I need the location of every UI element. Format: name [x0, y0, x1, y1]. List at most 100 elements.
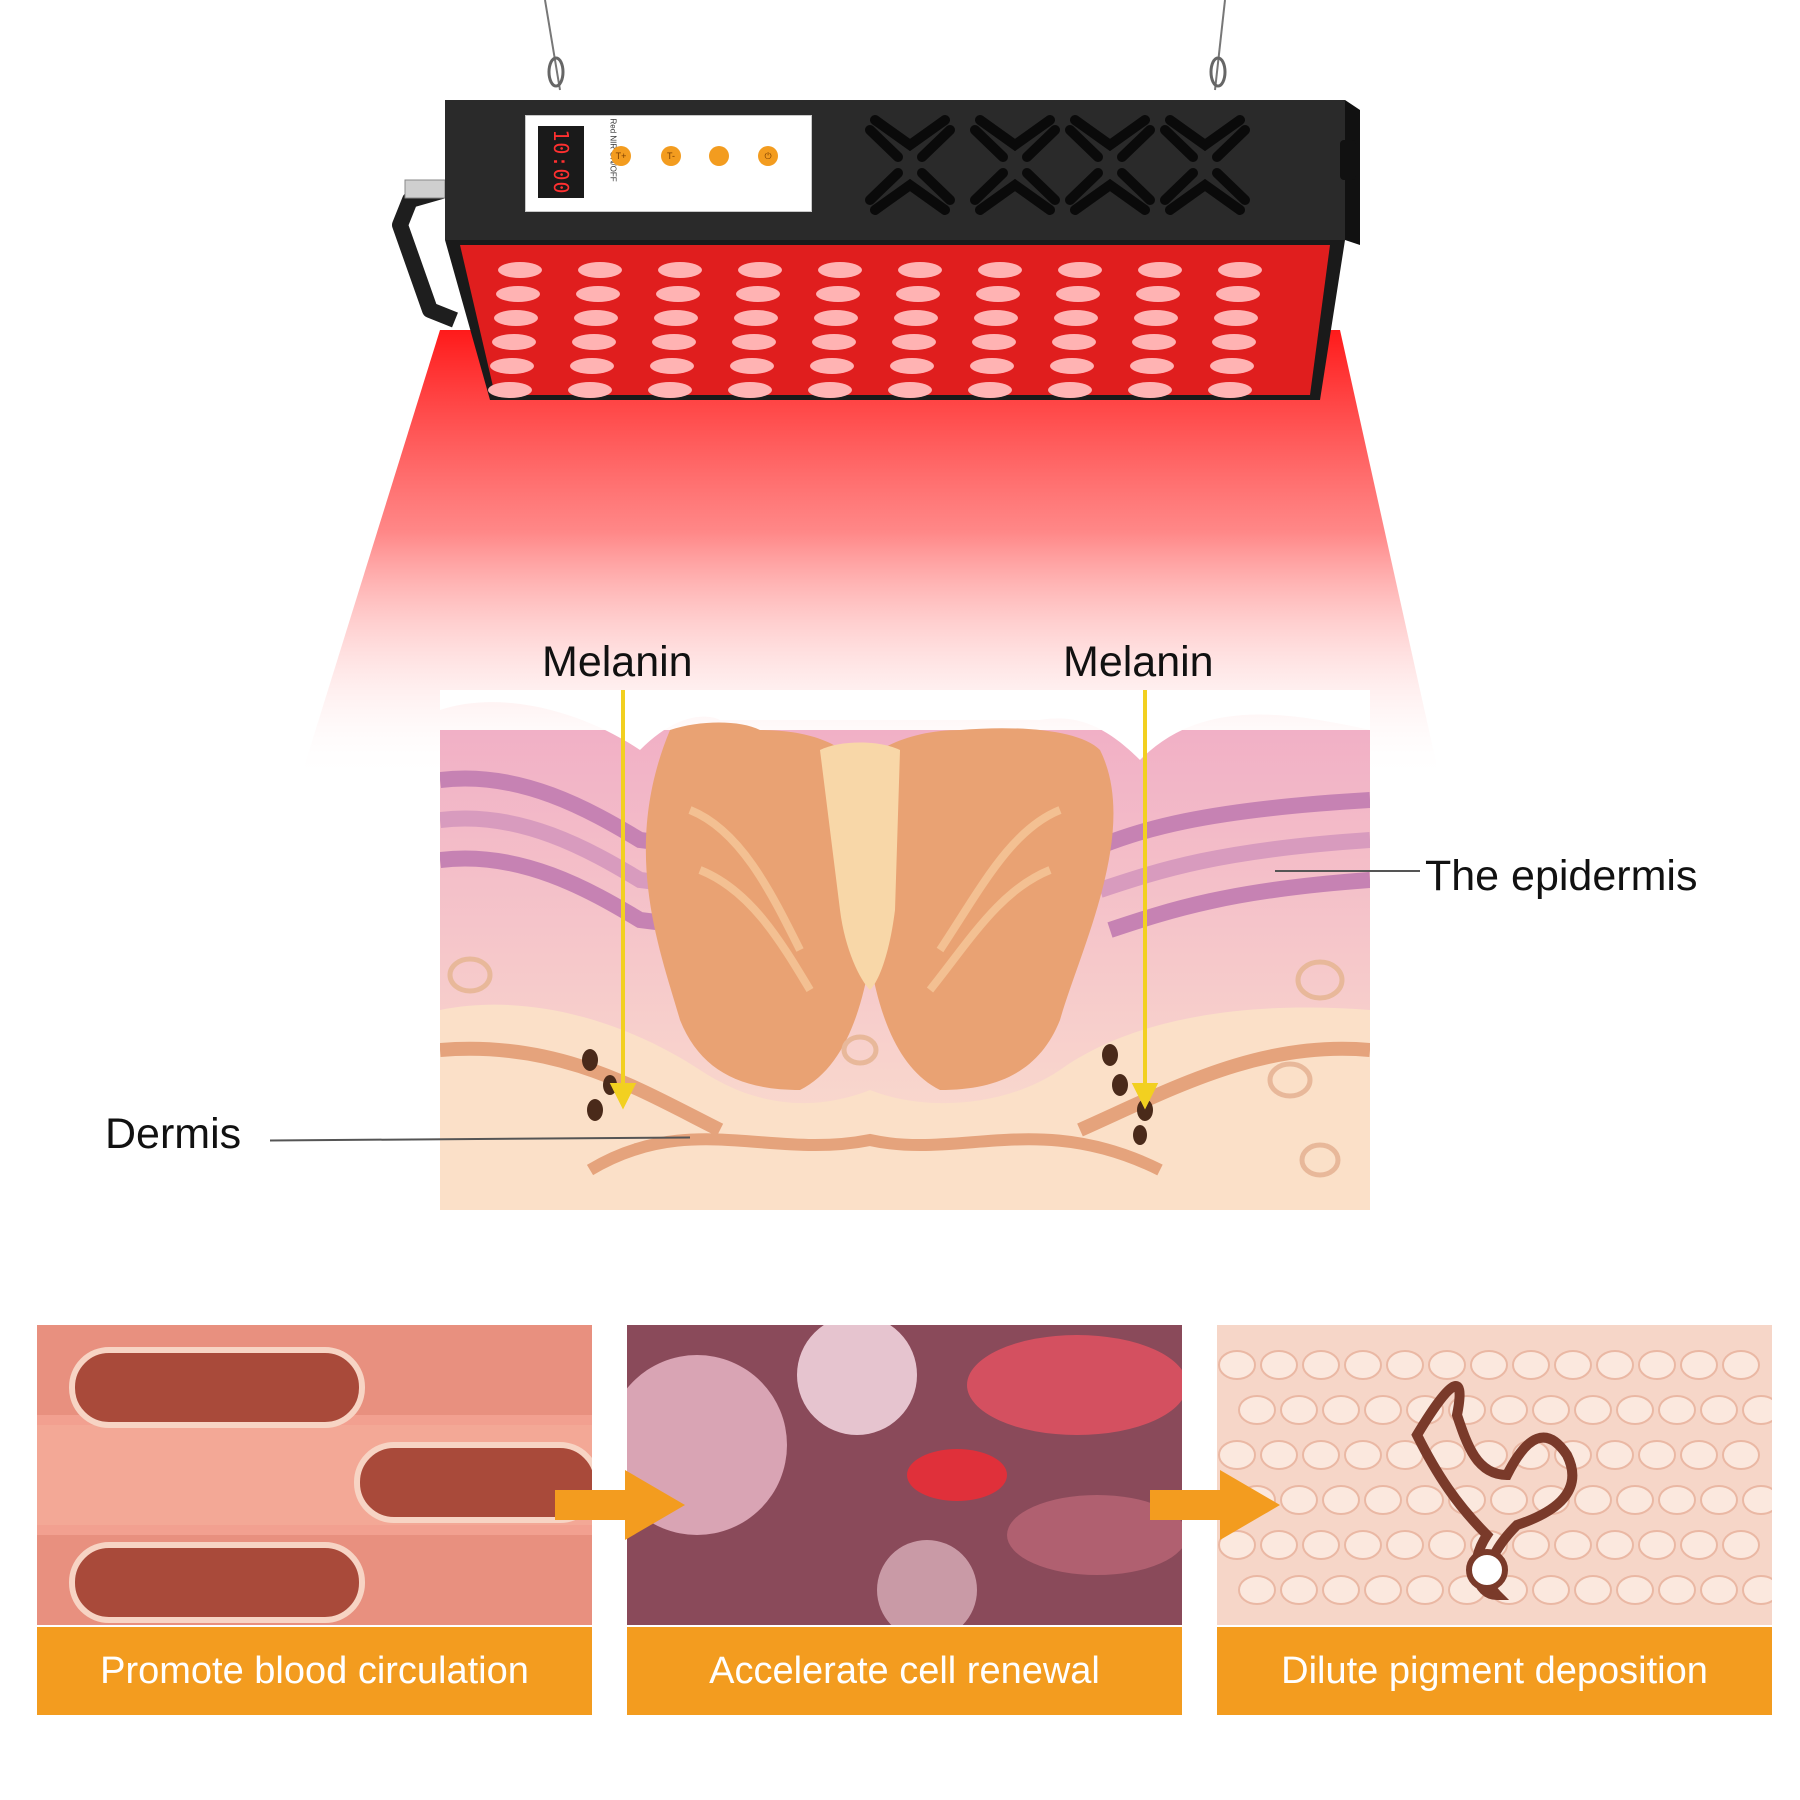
skin-cell	[1532, 1395, 1570, 1425]
led-light	[814, 310, 858, 326]
skin-cell	[1658, 1395, 1696, 1425]
skin-cell	[1470, 1350, 1508, 1380]
led-light	[728, 382, 772, 398]
led-light	[888, 382, 932, 398]
led-light	[568, 382, 612, 398]
led-light	[578, 262, 622, 278]
led-light	[1210, 358, 1254, 374]
mode-button[interactable]	[709, 146, 729, 166]
skin-cell	[1616, 1575, 1654, 1605]
led-light	[732, 334, 776, 350]
benefit-card-pigment-deposition: Dilute pigment deposition	[1217, 1325, 1772, 1715]
led-light	[896, 286, 940, 302]
cells-image	[627, 1325, 1182, 1625]
led-light	[1130, 358, 1174, 374]
led-light	[1052, 334, 1096, 350]
power-button[interactable]: ⏻	[758, 146, 778, 166]
skin-cell	[1574, 1575, 1612, 1605]
led-light	[1128, 382, 1172, 398]
arrow-right-icon	[1150, 1470, 1280, 1540]
skin-cell	[1218, 1440, 1256, 1470]
led-light	[1058, 262, 1102, 278]
skin-cell	[1364, 1575, 1402, 1605]
skin-cell	[1428, 1530, 1466, 1560]
led-light	[1048, 382, 1092, 398]
led-light	[816, 286, 860, 302]
skin-cell	[1616, 1395, 1654, 1425]
led-light	[1138, 262, 1182, 278]
skin-cell	[1700, 1485, 1738, 1515]
skin-cell	[1742, 1395, 1772, 1425]
led-light	[1212, 334, 1256, 350]
melanin-label-left: Melanin	[542, 638, 693, 686]
led-light	[810, 358, 854, 374]
led-light	[730, 358, 774, 374]
skin-cell	[1260, 1350, 1298, 1380]
led-light	[1136, 286, 1180, 302]
timer-minus-button[interactable]: T-	[661, 146, 681, 166]
skin-cell	[1638, 1440, 1676, 1470]
led-light	[738, 262, 782, 278]
dermis-label: Dermis	[105, 1110, 242, 1158]
skin-cell	[1616, 1485, 1654, 1515]
led-light	[1056, 286, 1100, 302]
skin-cell	[1406, 1575, 1444, 1605]
epidermis-label: The epidermis	[1425, 852, 1698, 900]
skin-cell	[1260, 1530, 1298, 1560]
led-light	[654, 310, 698, 326]
skin-cell	[1386, 1530, 1424, 1560]
skin-cell	[1658, 1485, 1696, 1515]
skin-cell	[1680, 1440, 1718, 1470]
led-light	[1050, 358, 1094, 374]
skin-cell	[1742, 1575, 1772, 1605]
led-light	[490, 358, 534, 374]
led-light	[1134, 310, 1178, 326]
skin-cell	[1658, 1575, 1696, 1605]
timer-display: 10:00	[538, 126, 584, 198]
skin-cell	[1260, 1440, 1298, 1470]
skin-cell	[1302, 1350, 1340, 1380]
led-light	[576, 286, 620, 302]
led-light	[1216, 286, 1260, 302]
led-light	[496, 286, 540, 302]
led-light	[1218, 262, 1262, 278]
led-light	[1208, 382, 1252, 398]
led-light	[894, 310, 938, 326]
skin-cell	[1512, 1350, 1550, 1380]
skin-cell	[1238, 1575, 1276, 1605]
skin-cell	[1490, 1395, 1528, 1425]
skin-cell	[1700, 1575, 1738, 1605]
led-light	[970, 358, 1014, 374]
arrow-right-icon	[555, 1470, 685, 1540]
led-light	[890, 358, 934, 374]
led-light	[648, 382, 692, 398]
skin-cell	[1490, 1485, 1528, 1515]
led-light	[978, 262, 1022, 278]
benefit-card-cell-renewal: Accelerate cell renewal	[627, 1325, 1182, 1715]
led-light	[736, 286, 780, 302]
skin-cell	[1574, 1395, 1612, 1425]
skin-cell	[1218, 1530, 1256, 1560]
skin-cell	[1344, 1350, 1382, 1380]
skin-cell	[1322, 1395, 1360, 1425]
skin-cell	[1680, 1530, 1718, 1560]
led-light	[892, 334, 936, 350]
led-light	[974, 310, 1018, 326]
led-light	[972, 334, 1016, 350]
skin-cell	[1574, 1485, 1612, 1515]
benefit-caption: Promote blood circulation	[37, 1627, 592, 1715]
red-light-beam	[300, 330, 1440, 780]
led-light	[808, 382, 852, 398]
skin-cell	[1280, 1395, 1318, 1425]
led-light	[976, 286, 1020, 302]
light-therapy-device	[392, 0, 1360, 400]
timer-plus-button[interactable]: T+	[611, 146, 631, 166]
led-light	[574, 310, 618, 326]
led-light	[488, 382, 532, 398]
led-light	[1054, 310, 1098, 326]
skin-cell	[1722, 1530, 1760, 1560]
skin-cell	[1364, 1395, 1402, 1425]
led-light	[652, 334, 696, 350]
skin-cell	[1596, 1440, 1634, 1470]
blood-vessels-image	[37, 1325, 592, 1625]
